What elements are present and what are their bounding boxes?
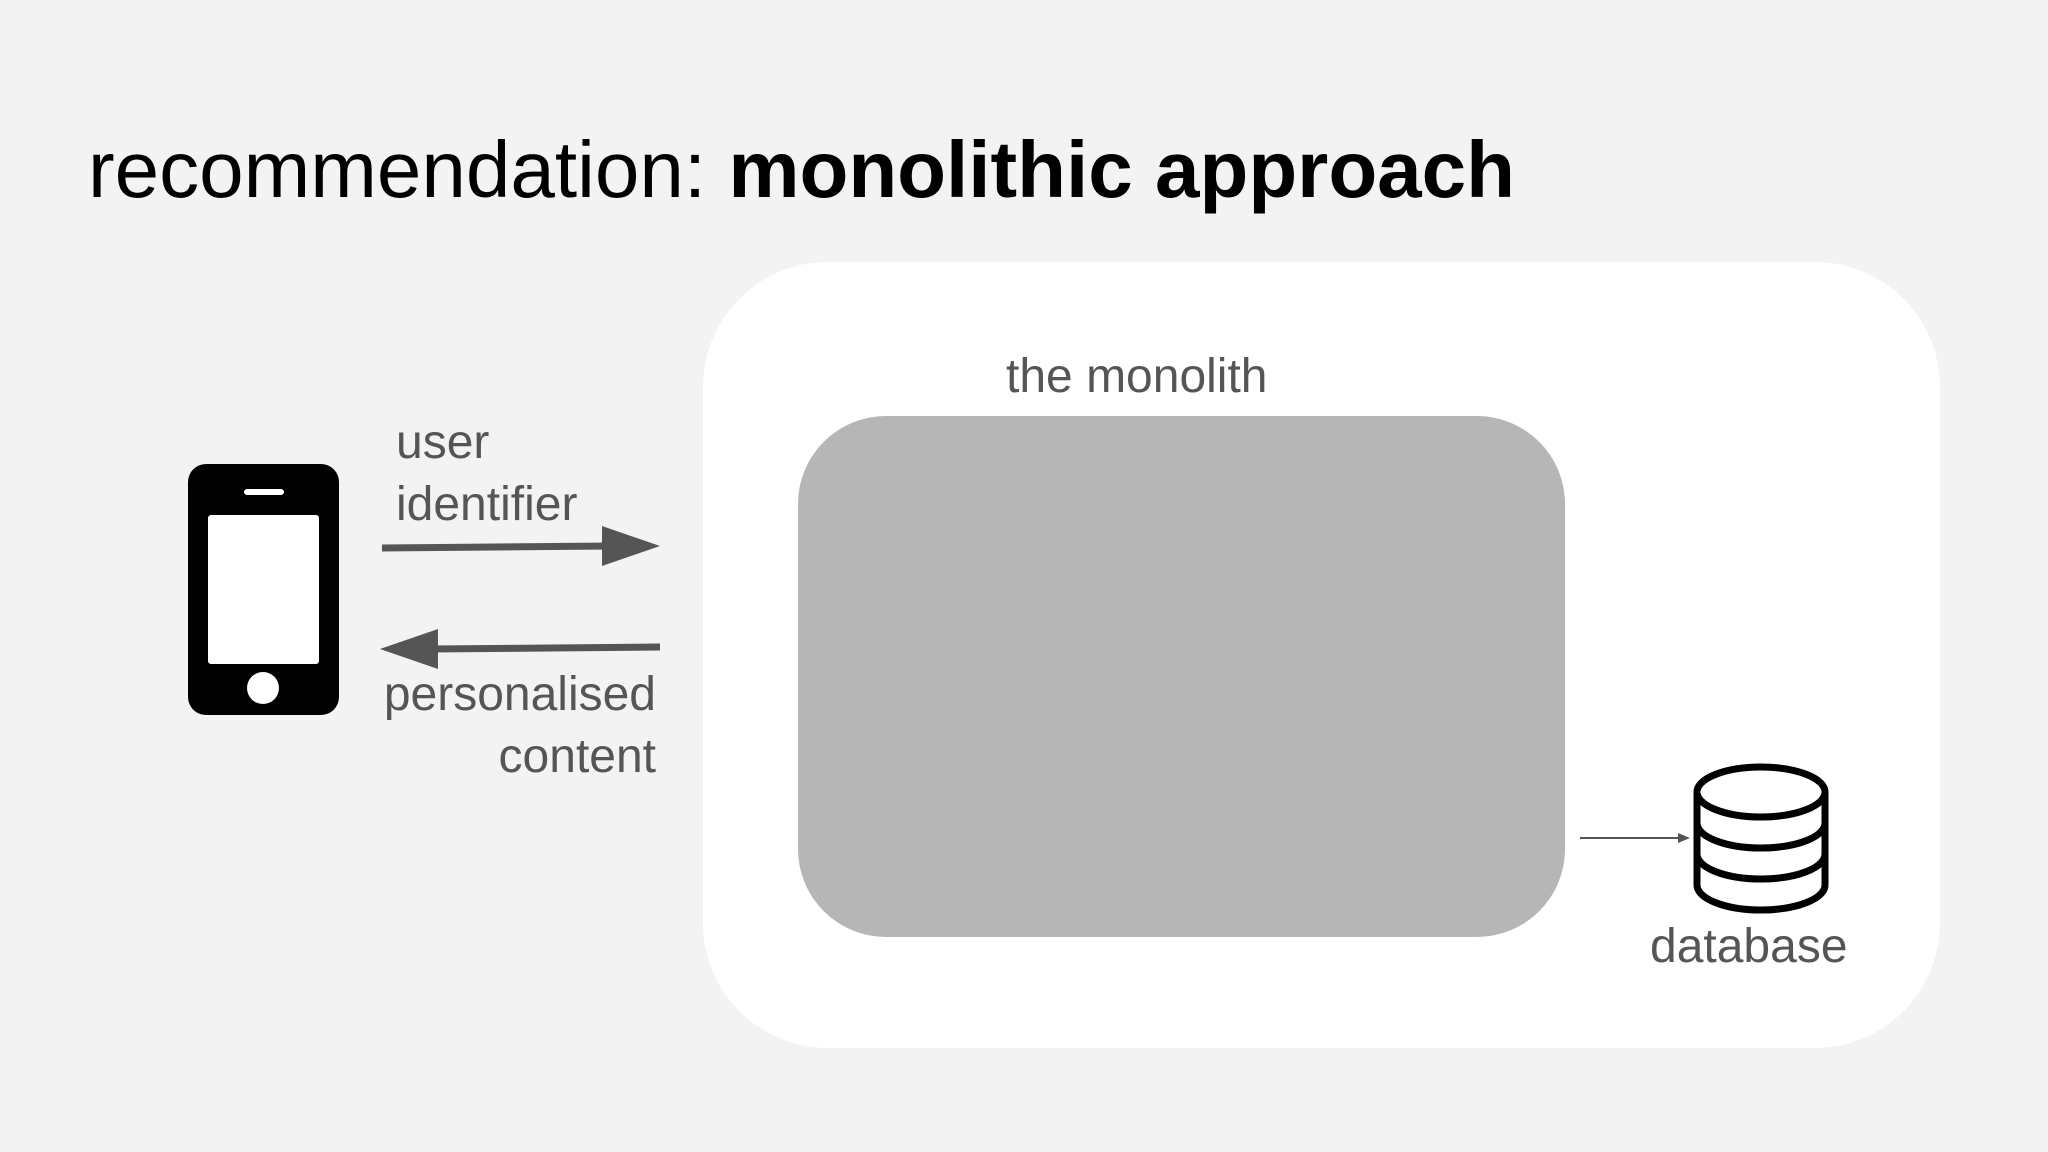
title-plain: recommendation: <box>88 125 729 214</box>
response-arrow <box>380 629 661 669</box>
database-label: database <box>1650 920 1848 973</box>
phone-home-button <box>247 672 279 704</box>
page-title: recommendation: monolithic approach <box>88 122 1515 218</box>
response-label-line1: personalised <box>383 668 656 721</box>
monolith-label: the monolith <box>1006 350 1268 403</box>
phone-speaker <box>244 489 284 495</box>
response-label: personalised content <box>350 664 656 788</box>
database-icon <box>1693 763 1829 914</box>
phone-screen <box>208 515 319 664</box>
monolith-box <box>798 416 1565 937</box>
smartphone-icon <box>188 464 339 715</box>
response-label-line2: content <box>498 730 656 783</box>
request-label-line2: identifier <box>396 478 578 531</box>
request-label-line1: user <box>396 416 490 469</box>
request-label: user identifier <box>396 412 577 536</box>
title-bold: monolithic approach <box>728 125 1516 214</box>
